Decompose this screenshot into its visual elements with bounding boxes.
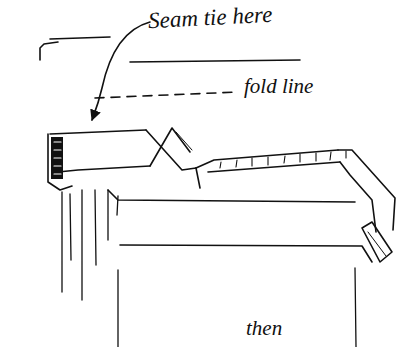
seam-stitches — [54, 142, 61, 174]
panel-edge — [208, 162, 340, 172]
panel-edge — [340, 162, 376, 232]
fold-line — [95, 92, 238, 98]
tick-marks — [220, 151, 346, 168]
panel-edge — [338, 150, 395, 230]
flange-edge — [50, 130, 146, 134]
leader-line — [92, 22, 150, 120]
floor-edge — [108, 190, 355, 202]
seam-stitches — [51, 137, 63, 179]
joint-edge — [150, 128, 190, 166]
hanging-lines — [62, 190, 118, 300]
end-block — [362, 222, 392, 262]
flange-edge — [48, 134, 72, 190]
top-line — [130, 60, 300, 62]
annotation-label: fold line — [244, 76, 313, 97]
floor-edge — [196, 168, 200, 188]
top-line — [50, 37, 110, 39]
joint-edge — [176, 132, 192, 150]
flange-edge — [58, 166, 150, 172]
end-block — [368, 232, 386, 256]
floor-edge — [118, 268, 356, 347]
bracket-line — [40, 42, 58, 60]
annotation-label: then — [246, 318, 282, 339]
floor-edge — [120, 245, 372, 262]
annotation-label: Seam tie here — [147, 3, 272, 32]
panel-edge — [196, 150, 338, 168]
